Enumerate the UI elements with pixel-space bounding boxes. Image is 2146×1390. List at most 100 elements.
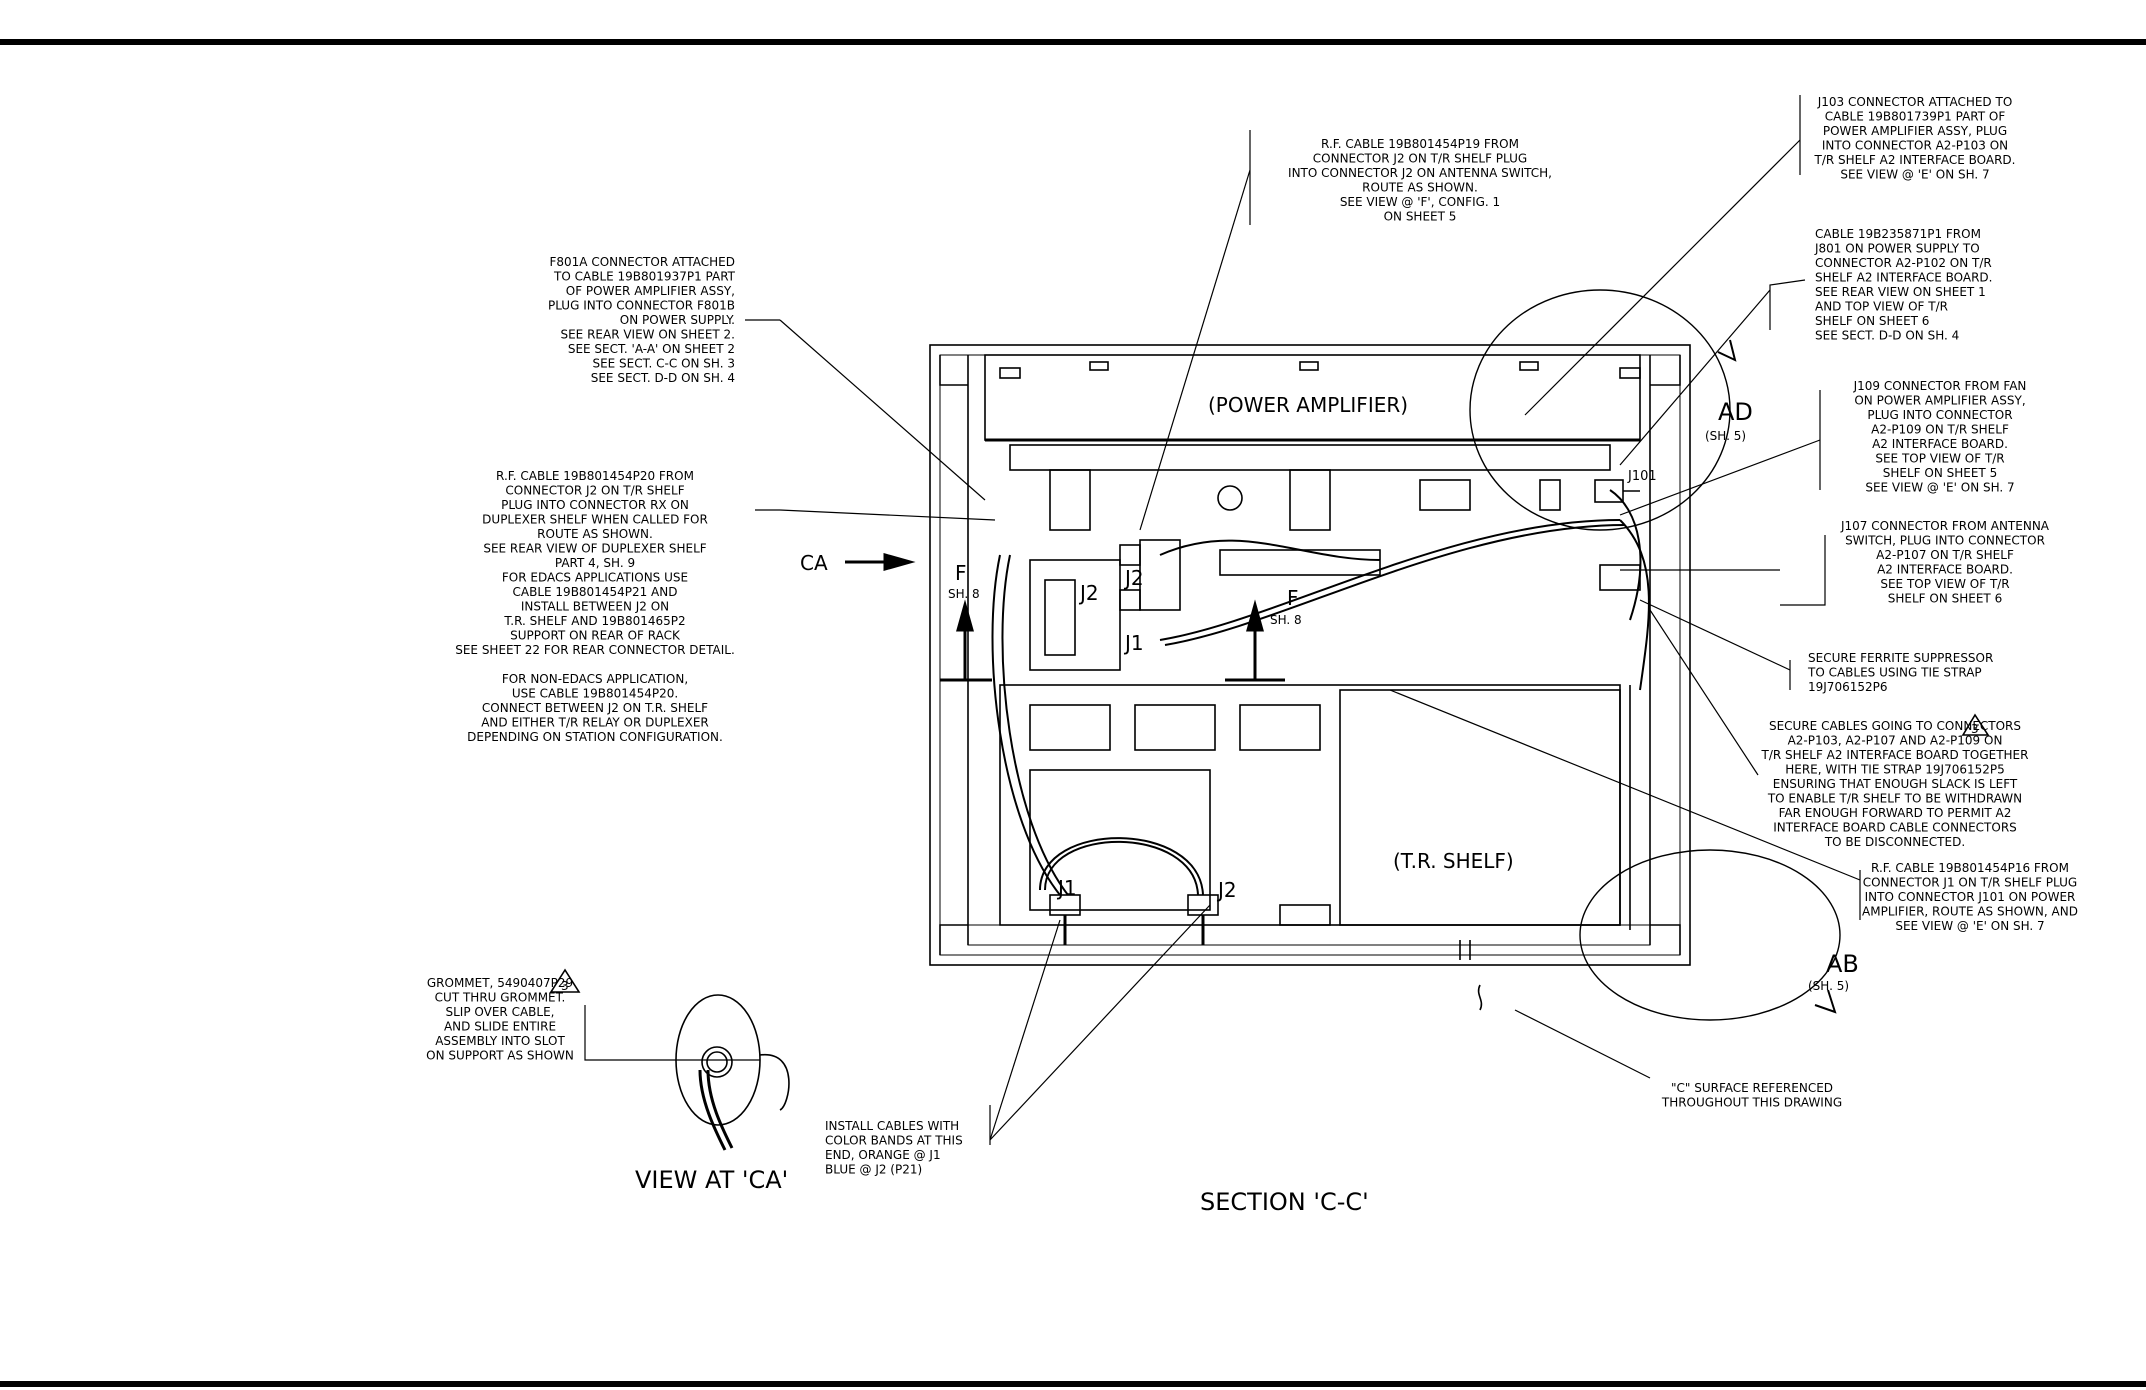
j1-upper-label: J1: [1123, 631, 1144, 655]
note-line: INTO CONNECTOR A2-P103 ON: [1822, 139, 2008, 153]
note-line: SECURE CABLES GOING TO CONNECTORS: [1769, 719, 2021, 733]
note-line: PLUG INTO CONNECTOR RX ON: [501, 498, 689, 512]
note-line: SEE REAR VIEW ON SHEET 2.: [560, 328, 735, 342]
note-line: FOR NON-EDACS APPLICATION,: [502, 672, 688, 686]
note-line: TO ENABLE T/R SHELF TO BE WITHDRAWN: [1767, 792, 2022, 806]
note-line: "C" SURFACE REFERENCED: [1671, 1081, 1833, 1095]
note-line: ENSURING THAT ENOUGH SLACK IS LEFT: [1773, 777, 2018, 791]
note-line: DUPLEXER SHELF WHEN CALLED FOR: [482, 513, 708, 527]
ca-arrow-label: CA: [800, 551, 828, 575]
note-line: SHELF ON SHEET 5: [1883, 466, 1997, 480]
ca-view-arrow: [845, 553, 916, 571]
note-line: TO CABLES USING TIE STRAP: [1807, 666, 1982, 680]
power-amplifier-assembly: [984, 354, 1641, 531]
note-line: A2 INTERFACE BOARD.: [1877, 563, 2013, 577]
detail-circle-ad: [1469, 289, 1731, 531]
note-line: J103 CONNECTOR ATTACHED TO: [1817, 95, 2013, 109]
note-line: INSTALL BETWEEN J2 ON: [521, 600, 669, 614]
note-line: USE CABLE 19B801454P20.: [512, 687, 678, 701]
note-line: SEE TOP VIEW OF T/R: [1875, 452, 2004, 466]
f-left-sheet: SH. 8: [948, 587, 980, 601]
note-line: SEE REAR VIEW ON SHEET 1: [1815, 285, 1986, 299]
note-line: FOR EDACS APPLICATIONS USE: [502, 571, 688, 585]
note-line: FAR ENOUGH FORWARD TO PERMIT A2: [1779, 806, 2012, 820]
note-line: INTO CONNECTOR J2 ON ANTENNA SWITCH,: [1288, 166, 1552, 180]
note-line: A2-P109 ON T/R SHELF: [1871, 423, 2009, 437]
detail-circle-ab: [1579, 849, 1841, 1021]
note-line: SWITCH, PLUG INTO CONNECTOR: [1845, 534, 2045, 548]
note-line: POWER AMPLIFIER ASSY, PLUG: [1823, 124, 2007, 138]
note-line: PLUG INTO CONNECTOR: [1867, 408, 2012, 422]
note-line: CONNECT BETWEEN J2 ON T.R. SHELF: [482, 701, 708, 715]
antenna-switch-block: [1029, 539, 1381, 671]
note-line: ON SHEET 5: [1384, 210, 1457, 224]
note-line: INTERFACE BOARD CABLE CONNECTORS: [1773, 821, 2017, 835]
note-line: ON POWER SUPPLY.: [620, 313, 735, 327]
note-line: 19J706152P6: [1808, 680, 1888, 694]
note-line: SEE VIEW @ 'E' ON SH. 7: [1895, 919, 2044, 933]
note-line: R.F. CABLE 19B801454P19 FROM: [1321, 137, 1519, 151]
ab-sheet: (SH. 5): [1808, 979, 1849, 993]
f-mid-sheet: SH. 8: [1270, 613, 1302, 627]
note-line: CABLE 19B235871P1 FROM: [1815, 227, 1981, 241]
note-line: ON SUPPORT AS SHOWN: [426, 1049, 574, 1063]
detail-arrow-ab: [1814, 989, 1837, 1014]
note-line: CONNECTOR A2-P102 ON T/R: [1815, 256, 1992, 270]
note-line: CONNECTOR J2 ON T/R SHELF: [505, 484, 684, 498]
note-line: J107 CONNECTOR FROM ANTENNA: [1840, 519, 2050, 533]
note-line: GROMMET, 5490407P29: [427, 976, 573, 990]
f-left-marker: F: [955, 561, 967, 585]
note-line: CABLE 19B801454P21 AND: [513, 585, 678, 599]
power-amplifier-label: (POWER AMPLIFIER): [1208, 393, 1408, 417]
note-line: ASSEMBLY INTO SLOT: [435, 1034, 565, 1048]
c-surface-feature: [1459, 940, 1483, 1011]
note-line: INTO CONNECTOR J101 ON POWER: [1865, 890, 2076, 904]
note-line: SEE VIEW @ 'E' ON SH. 7: [1865, 481, 2014, 495]
note-line: THROUGHOUT THIS DRAWING: [1661, 1096, 1842, 1110]
note-line: CONNECTOR J1 ON T/R SHELF PLUG: [1863, 876, 2077, 890]
note-line: TO CABLE 19B801937P1 PART: [553, 270, 736, 284]
revision-triangle-secure-cables: [1961, 713, 1990, 736]
note-line: ON POWER AMPLIFIER ASSY,: [1854, 394, 2025, 408]
note-line: T.R. SHELF AND 19B801465P2: [503, 614, 685, 628]
note-line: F801A CONNECTOR ATTACHED: [549, 255, 735, 269]
note-line: DEPENDING ON STATION CONFIGURATION.: [467, 730, 723, 744]
note-line: R.F. CABLE 19B801454P20 FROM: [496, 469, 694, 483]
note-line: COLOR BANDS AT THIS: [825, 1134, 963, 1148]
note-line: A2 INTERFACE BOARD.: [1872, 437, 2008, 451]
section-cc-label: SECTION 'C-C': [1200, 1188, 1369, 1216]
note-line: SHELF ON SHEET 6: [1815, 314, 1929, 328]
view-ca-detail: [675, 994, 790, 1151]
note-line: J109 CONNECTOR FROM FAN: [1853, 379, 2027, 393]
ad-sheet: (SH. 5): [1705, 429, 1746, 443]
note-line: BLUE @ J2 (P21): [825, 1163, 922, 1177]
tr-shelf-assembly: [999, 684, 1631, 930]
note-line: SEE REAR VIEW OF DUPLEXER SHELF: [483, 542, 706, 556]
grommet-rev-number: 3: [561, 979, 569, 993]
note-line: A2-P107 ON T/R SHELF: [1876, 548, 2014, 562]
view-ca-label: VIEW AT 'CA': [635, 1166, 788, 1194]
note-line: J801 ON POWER SUPPLY TO: [1814, 242, 1980, 256]
note-line: SECURE FERRITE SUPPRESSOR: [1808, 651, 1993, 665]
note-line: SHELF ON SHEET 6: [1888, 592, 2002, 606]
j2-lower-label: J2: [1216, 878, 1237, 902]
note-line: CONNECTOR J2 ON T/R SHELF PLUG: [1313, 152, 1527, 166]
note-line: SLIP OVER CABLE,: [446, 1005, 555, 1019]
note-line: CABLE 19B801739P1 PART OF: [1825, 110, 2006, 124]
note-line: END, ORANGE @ J1: [825, 1148, 941, 1162]
note-line: SHELF A2 INTERFACE BOARD.: [1815, 271, 1992, 285]
note-line: SEE SHEET 22 FOR REAR CONNECTOR DETAIL.: [455, 643, 735, 657]
note-line: T/R SHELF A2 INTERFACE BOARD TOGETHER: [1761, 748, 2029, 762]
note-line: INSTALL CABLES WITH: [825, 1119, 959, 1133]
note-line: AND TOP VIEW OF T/R: [1815, 300, 1948, 314]
note-line: OF POWER AMPLIFIER ASSY,: [566, 284, 735, 298]
note-line: T/R SHELF A2 INTERFACE BOARD.: [1813, 153, 2015, 167]
revision-triangle-grommet: [549, 968, 581, 993]
